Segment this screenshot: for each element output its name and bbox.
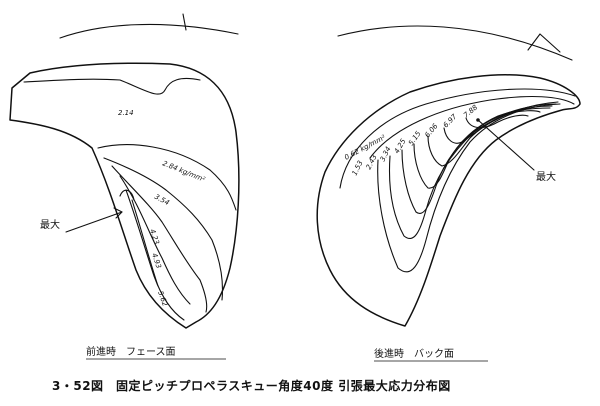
left-contour-label: 4.23 — [148, 228, 160, 245]
right-contour-label: 2.43 — [365, 153, 379, 171]
left-max-label: 最大 — [40, 218, 60, 231]
right-contour-label: 3.34 — [379, 145, 393, 163]
left-max-leader — [65, 211, 123, 233]
right-blade-outline — [316, 74, 581, 327]
left-contour-label: 2.14 — [118, 109, 134, 117]
left-contour-2.84 — [97, 144, 237, 211]
left-rotation-arrow-icon — [182, 13, 187, 31]
left-max-arrowhead-icon — [113, 207, 123, 219]
left-blade-diagram: 2.14 2.84 kg/mm² 3.54 4.23 4.93 5.62 最大 … — [9, 13, 240, 360]
left-contour-label: 3.54 — [153, 193, 171, 207]
right-panel-label: 後進時 バック面 — [374, 347, 454, 360]
right-contour-1.53 — [369, 95, 575, 159]
figure-caption: 3・52図 固定ピッチプロペラスキュー角度40度 引張最大応力分布図 — [52, 378, 451, 393]
right-blade-diagram: 0.62 kg/mm² 1.53 2.43 3.34 4.25 5.15 6.0… — [316, 25, 581, 362]
right-max-label: 最大 — [536, 170, 556, 183]
left-rotation-arc — [59, 23, 239, 39]
left-contour-3.54 — [103, 157, 224, 301]
left-contour-4.23 — [111, 165, 208, 313]
left-contour-inner — [131, 199, 159, 287]
right-contour-6.06 — [427, 107, 551, 167]
right-contour-label: 6.06 — [423, 122, 439, 140]
right-rotation-arc — [337, 25, 573, 61]
right-contour-label: 4.25 — [393, 137, 408, 155]
right-contour-label: 6.97 — [442, 112, 459, 129]
right-contour-0.62 — [339, 88, 576, 189]
right-rotation-arrow-icon — [527, 33, 561, 53]
left-contour-5.62 — [125, 189, 185, 321]
right-max-leader — [477, 119, 535, 171]
left-panel-label: 前進時 フェース面 — [86, 345, 176, 358]
left-blade-outline — [9, 62, 240, 329]
right-contour-2.43 — [377, 103, 561, 273]
right-contour-label: 1.53 — [351, 159, 365, 177]
left-contour-2.14 — [23, 77, 201, 95]
right-contour-7.88 — [465, 114, 529, 129]
right-contour-label: 5.15 — [407, 129, 423, 147]
right-contour-5.15 — [413, 105, 553, 189]
left-contour-tip — [119, 189, 135, 201]
